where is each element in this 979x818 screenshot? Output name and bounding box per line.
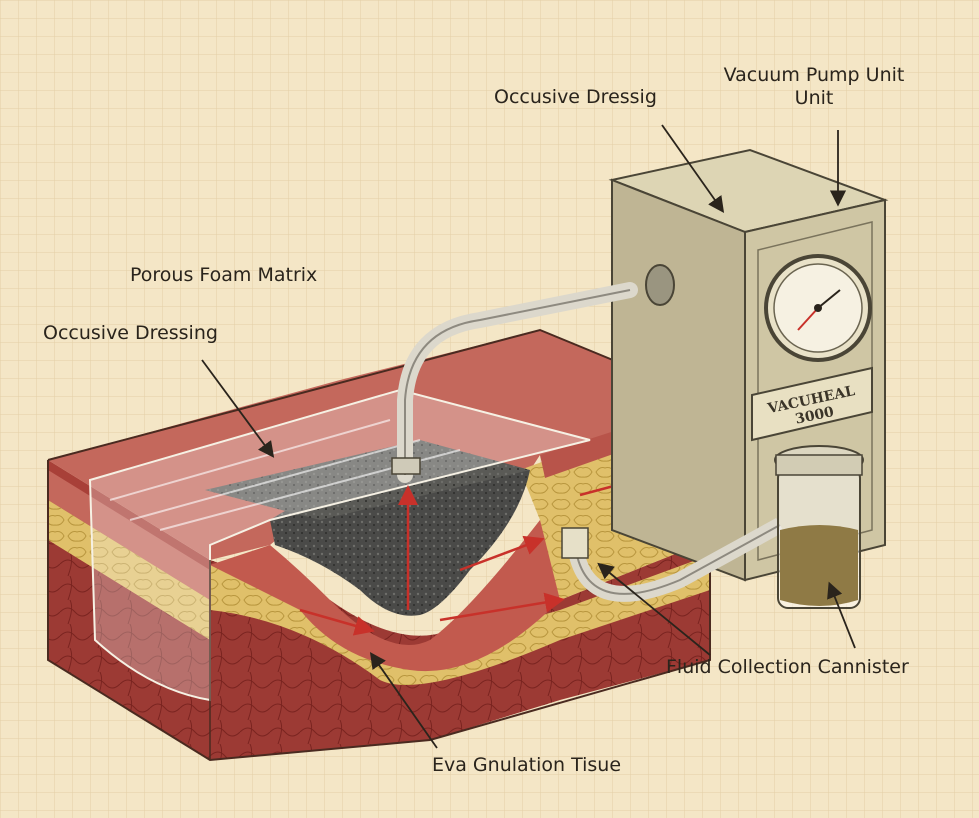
granulation-tissue xyxy=(210,520,560,672)
fluid-canister xyxy=(774,445,864,609)
dermis-top xyxy=(48,330,710,560)
suction-tubing xyxy=(391,264,784,602)
pressure-gauge-icon xyxy=(764,254,872,362)
label-granulation-tissue: Eva Gnulation Tisue xyxy=(432,754,622,776)
label-vacuum-pump-unit: Vacuum Pump Unit Unit xyxy=(705,64,923,110)
label-vacuum-pump-unit-line2: Unit xyxy=(794,86,834,109)
skin-block xyxy=(47,328,711,762)
brand-plate xyxy=(751,366,873,442)
label-porous-foam-matrix: Porous Foam Matrix xyxy=(130,264,318,286)
label-occlusive-dressing-top: Occusive Dressig xyxy=(494,86,657,108)
suction-arrow-icon xyxy=(299,469,660,636)
collected-fluid xyxy=(780,525,858,606)
label-vacuum-pump-unit-line1: Vacuum Pump Unit xyxy=(723,64,905,86)
label-fluid-collection-canister: Fluid Collection Cannister xyxy=(666,656,909,678)
label-occlusive-dressing-left: Occusive Dressing xyxy=(43,322,218,344)
leader-lines xyxy=(201,124,856,749)
occlusive-dressing xyxy=(88,388,591,702)
